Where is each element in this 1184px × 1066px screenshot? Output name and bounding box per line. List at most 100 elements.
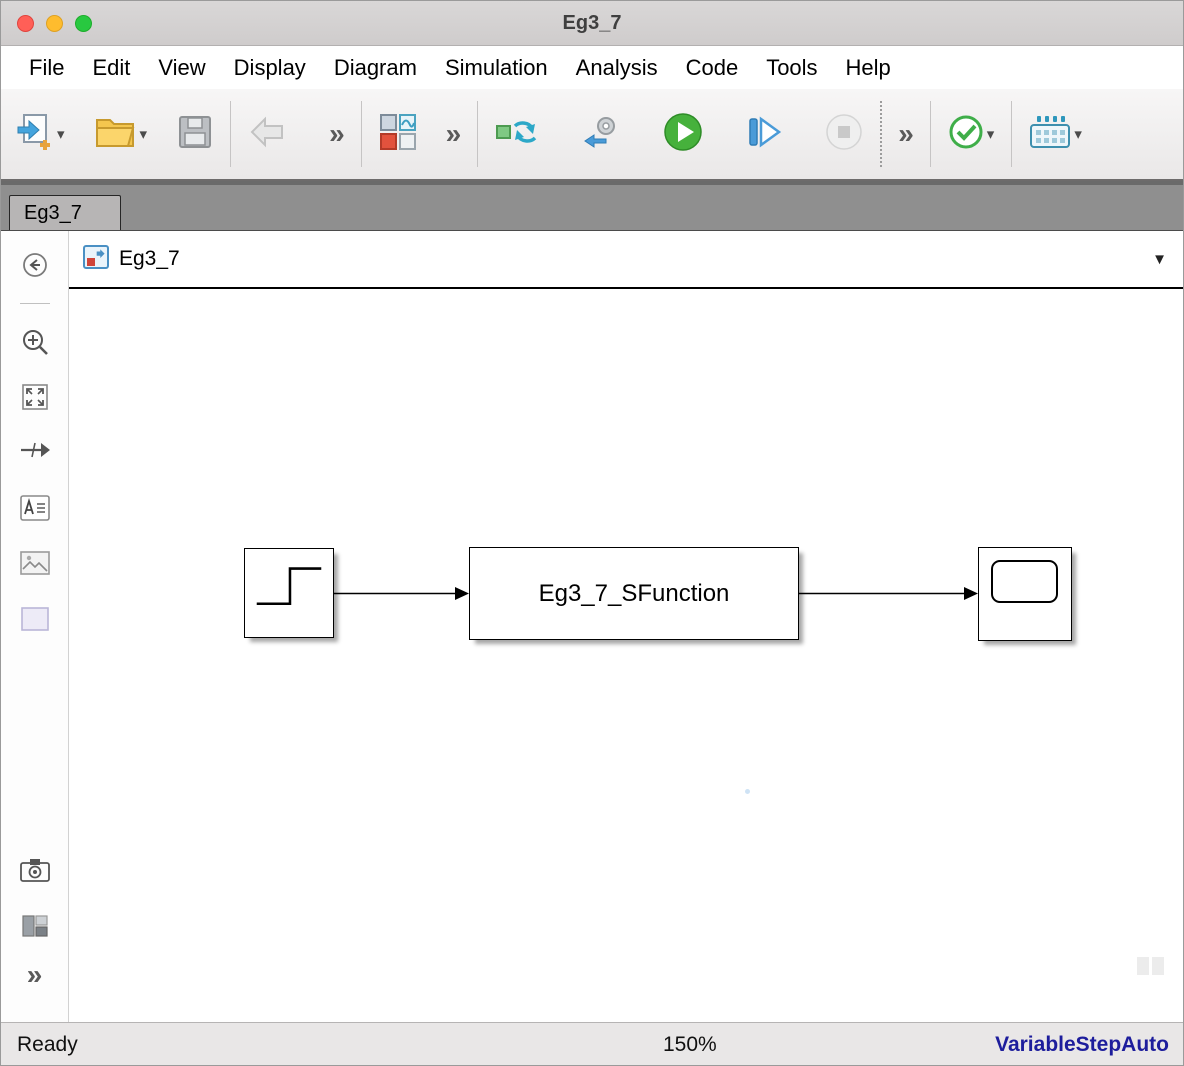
menu-simulation[interactable]: Simulation [444, 54, 548, 80]
menu-tools[interactable]: Tools [766, 54, 818, 80]
statusbar: Ready 150% VariableStepAuto [1, 1022, 1183, 1065]
sample-time-icon [21, 915, 48, 937]
step-waveform-icon [256, 567, 322, 606]
breadcrumb: Eg3_7 ▼ [69, 231, 1183, 289]
zoom-in-icon [22, 330, 48, 355]
scope-block[interactable] [978, 547, 1072, 641]
toolbar-separator [929, 101, 931, 167]
sfunction-block[interactable]: Eg3_7_SFunction [469, 547, 799, 640]
model-advisor-button[interactable]: ▾ [941, 104, 1002, 164]
run-icon [663, 112, 703, 157]
traffic-lights [17, 1, 92, 46]
menubar: File Edit View Display Diagram Simulatio… [1, 46, 1183, 89]
build-button[interactable]: ▾ [1022, 104, 1089, 164]
menu-help[interactable]: Help [845, 54, 891, 80]
library-browser-button[interactable] [372, 104, 424, 164]
open-button[interactable]: ▾ [88, 104, 155, 164]
signal-arrow-icon [20, 442, 50, 458]
menu-display[interactable]: Display [233, 54, 306, 80]
tab-bar: Eg3_7 [1, 181, 1183, 231]
build-dropdown-caret[interactable]: ▾ [1074, 125, 1082, 143]
arrowhead [964, 587, 978, 600]
area-box-icon [20, 607, 49, 631]
titlebar: Eg3_7 [1, 1, 1183, 46]
save-button[interactable] [170, 104, 220, 164]
palette-sidebar: » [1, 231, 69, 1022]
more-tools-chevron[interactable]: » [1, 961, 68, 989]
new-model-icon [16, 112, 54, 157]
model-icon [83, 244, 109, 274]
image-icon [19, 551, 50, 575]
zoom-in-button[interactable] [1, 327, 68, 357]
more-library-chevron[interactable]: » [445, 118, 462, 149]
tab-eg3-7[interactable]: Eg3_7 [9, 195, 121, 230]
annotation-icon [19, 495, 50, 521]
annotation-button[interactable] [1, 495, 68, 521]
menu-code[interactable]: Code [685, 54, 739, 80]
update-diagram-icon [495, 114, 539, 155]
back-button[interactable] [241, 104, 295, 164]
scope-screen-icon [991, 560, 1058, 603]
solver-name[interactable]: VariableStepAuto [995, 1033, 1169, 1056]
canvas-dot [745, 789, 750, 794]
signal-wires [334, 587, 978, 600]
breadcrumb-item[interactable]: Eg3_7 [119, 247, 180, 270]
open-folder-icon [95, 115, 137, 154]
menu-edit[interactable]: Edit [92, 54, 131, 80]
stop-icon [825, 113, 863, 156]
image-button[interactable] [1, 551, 68, 575]
step-back-icon [581, 113, 621, 156]
menu-diagram[interactable]: Diagram [333, 54, 417, 80]
signal-arrow-button[interactable] [1, 439, 68, 461]
new-model-button[interactable]: ▾ [9, 104, 72, 164]
camera-icon [19, 859, 50, 882]
close-button[interactable] [17, 15, 34, 32]
check-circle-icon [948, 114, 984, 155]
scrollbar-corner [1137, 957, 1164, 975]
tab-label: Eg3_7 [24, 201, 82, 224]
toolbar-separator [230, 101, 232, 167]
toolbar-separator-dotted [880, 101, 883, 167]
toolbar-separator [360, 101, 362, 167]
browse-back-icon [22, 253, 47, 277]
palette-divider [20, 303, 50, 304]
menu-analysis[interactable]: Analysis [575, 54, 658, 80]
open-dropdown-caret[interactable]: ▾ [139, 125, 148, 143]
run-button[interactable] [656, 104, 710, 164]
status-text: Ready [17, 1033, 78, 1056]
fit-to-view-icon [21, 384, 48, 410]
model-canvas[interactable]: Eg3_7_SFunction [69, 289, 1183, 1022]
browse-back-button[interactable] [1, 251, 68, 279]
window-title: Eg3_7 [562, 11, 622, 34]
toolbar: ▾ ▾ [1, 89, 1183, 181]
viewmark-button[interactable] [1, 858, 68, 882]
area-box-button[interactable] [1, 607, 68, 631]
save-icon [177, 114, 213, 155]
more-tools-chevron-glyph: » [26, 959, 43, 990]
zoom-level: 150% [663, 1033, 717, 1056]
more-simulation-chevron[interactable]: » [898, 118, 914, 149]
menu-file[interactable]: File [29, 54, 65, 80]
step-block[interactable] [244, 548, 334, 638]
menu-view[interactable]: View [158, 54, 206, 80]
more-navigation-chevron[interactable]: » [329, 118, 345, 149]
model-advisor-dropdown-caret[interactable]: ▾ [986, 125, 995, 143]
toolbar-separator [1011, 101, 1013, 167]
back-arrow-icon [248, 115, 288, 154]
step-forward-icon [745, 114, 783, 155]
new-model-dropdown-caret[interactable]: ▾ [57, 125, 65, 143]
step-forward-button[interactable] [738, 104, 790, 164]
step-back-button[interactable] [574, 104, 628, 164]
stop-button[interactable] [818, 104, 870, 164]
sample-time-button[interactable] [1, 913, 68, 939]
fit-to-view-button[interactable] [1, 383, 68, 411]
update-diagram-button[interactable] [488, 104, 546, 164]
toolbar-separator [477, 101, 479, 167]
minimize-button[interactable] [46, 15, 63, 32]
build-grid-icon [1029, 114, 1071, 155]
arrowhead [455, 587, 469, 600]
sfunction-block-label: Eg3_7_SFunction [538, 579, 730, 607]
zoom-window-button[interactable] [75, 15, 92, 32]
breadcrumb-dropdown-caret[interactable]: ▼ [1152, 250, 1167, 268]
